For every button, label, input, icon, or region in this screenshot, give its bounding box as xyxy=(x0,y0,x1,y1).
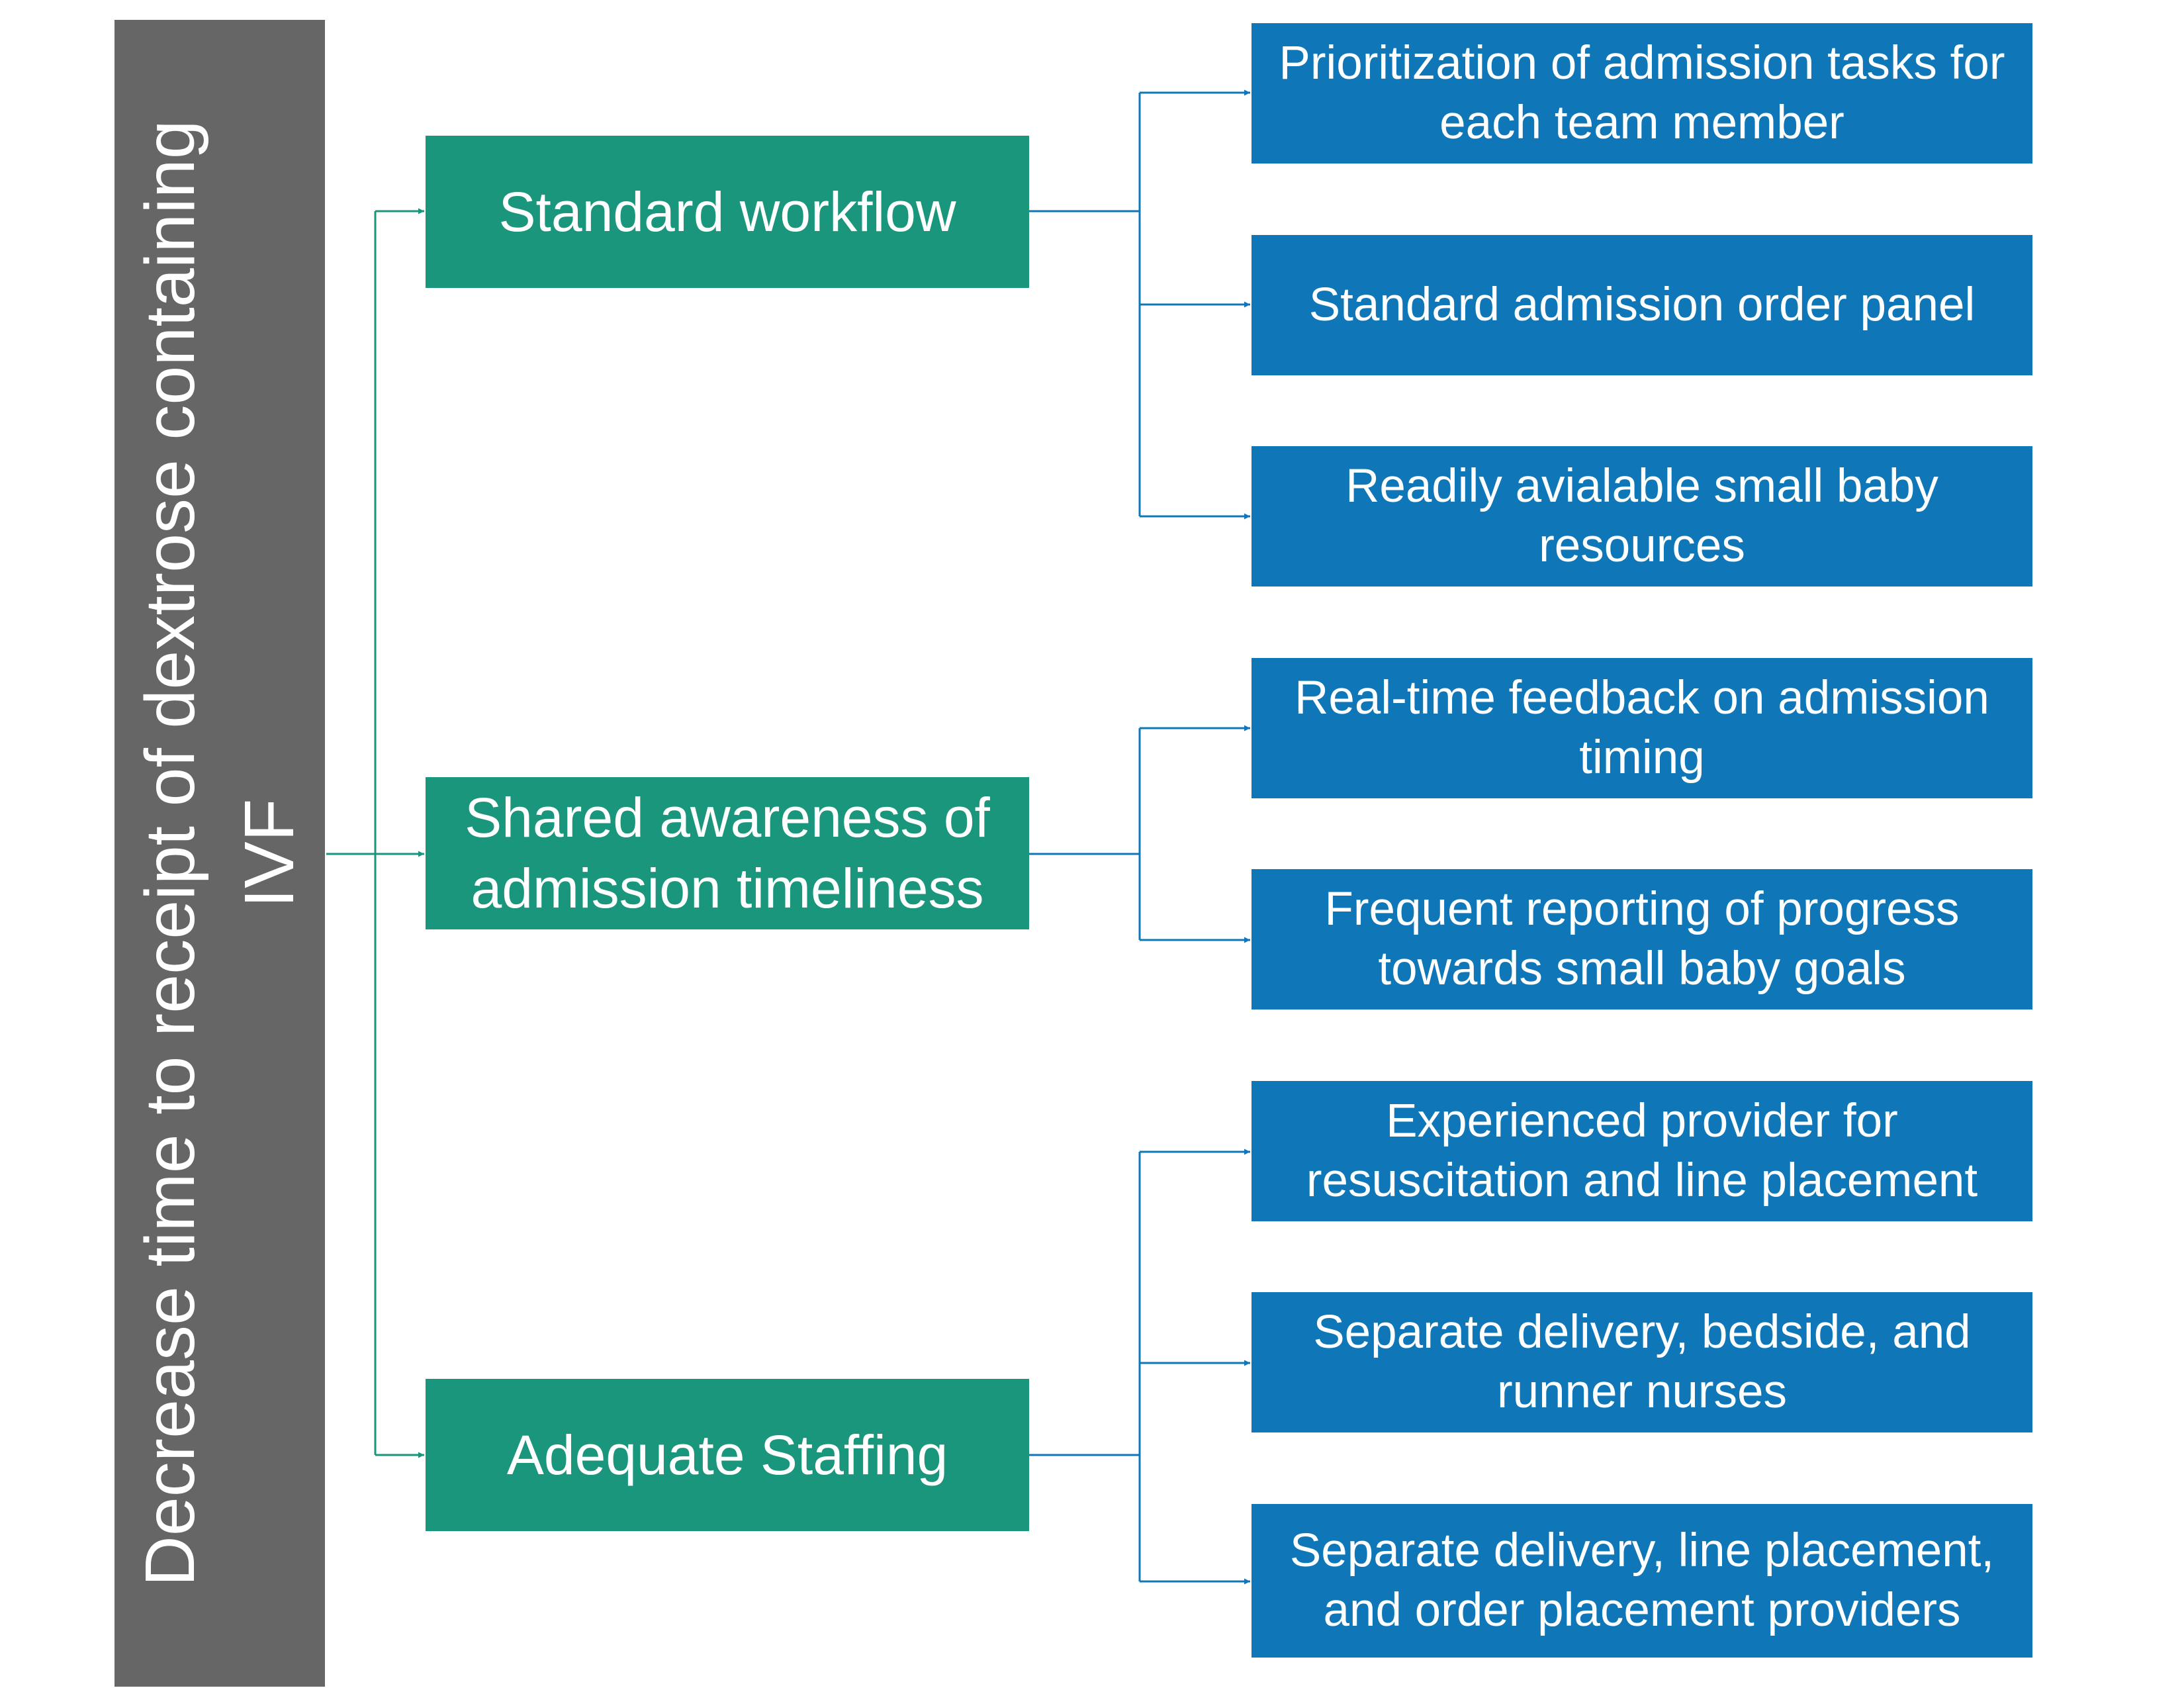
driver-box-adequate-staffing: Adequate Staffing xyxy=(426,1379,1029,1531)
change-label: Real-time feedback on admission timing xyxy=(1295,672,1989,784)
driver-box-standard-workflow: Standard workflow xyxy=(426,136,1029,288)
change-label: Separate delivery, bedside, and runner n… xyxy=(1313,1306,1971,1418)
change-box-experienced-provider: Experienced provider for resuscitation a… xyxy=(1251,1081,2032,1221)
change-box-small-baby-resources: Readily avialable small baby resources xyxy=(1251,446,2032,586)
change-label: Experienced provider for resuscitation a… xyxy=(1306,1095,1978,1207)
driver-label: Shared awareness of admission timeliness xyxy=(465,786,990,919)
driver-box-shared-awareness: Shared awareness of admission timeliness xyxy=(426,777,1029,929)
change-box-separate-nurses: Separate delivery, bedside, and runner n… xyxy=(1251,1292,2032,1432)
change-box-order-panel: Standard admission order panel xyxy=(1251,235,2032,375)
change-box-prioritization: Prioritization of admission tasks for ea… xyxy=(1251,23,2032,164)
change-label: Readily avialable small baby resources xyxy=(1345,460,1938,572)
change-label: Prioritization of admission tasks for ea… xyxy=(1279,37,2005,149)
change-label: Frequent reporting of progress towards s… xyxy=(1324,883,1960,995)
change-box-separate-providers: Separate delivery, line placement, and o… xyxy=(1251,1504,2032,1658)
aim-label: Decrease time to receipt of dextrose con… xyxy=(131,120,308,1587)
aim-box: Decrease time to receipt of dextrose con… xyxy=(114,20,325,1687)
driver-label: Standard workflow xyxy=(498,180,956,243)
change-label: Separate delivery, line placement, and o… xyxy=(1289,1524,1995,1636)
driver-label: Adequate Staffing xyxy=(506,1423,948,1486)
change-box-real-time-feedback: Real-time feedback on admission timing xyxy=(1251,658,2032,798)
change-box-frequent-reporting: Frequent reporting of progress towards s… xyxy=(1251,869,2032,1009)
change-label: Standard admission order panel xyxy=(1308,279,1976,331)
